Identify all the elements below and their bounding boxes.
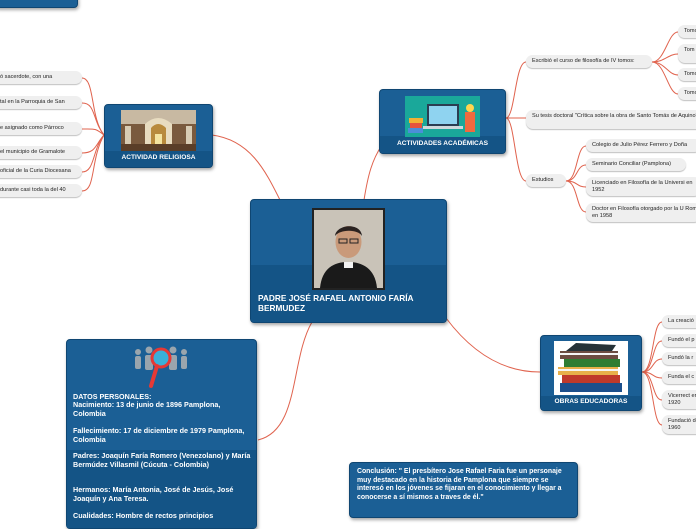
studies-item[interactable]: Seminario Conciliar (Pamplona) <box>586 158 686 171</box>
priest-portrait-photo <box>312 208 385 290</box>
works-item[interactable]: Funda el c <box>662 371 696 384</box>
studies-item[interactable]: Licenciado en Filosofía de la Universi e… <box>586 177 696 196</box>
people-magnifier-icon <box>135 346 187 388</box>
conclusion-text: Conclusión: " El presbítero Jose Rafael … <box>357 468 562 501</box>
personal-siblings: Hermanos: María Antonia, José de Jesús, … <box>73 485 234 503</box>
religious-item[interactable]: e asignado como Párroco <box>0 122 82 135</box>
religious-lower-band <box>105 151 212 167</box>
church-interior-image <box>121 110 196 151</box>
religious-item[interactable]: el municipio de Gramalote <box>0 146 82 159</box>
religious-item[interactable]: oficial de la Curia Diocesana <box>0 165 82 178</box>
religious-item[interactable]: tal en la Parroquia de San <box>0 96 82 109</box>
personal-birth: Nacimiento: 13 de junio de 1896 Pamplona… <box>73 400 221 418</box>
academic-title: ACTIVIDADES ACADÉMICAS <box>397 140 488 147</box>
thesis-pill[interactable]: Su tesis doctoral "Crítica sobre la obra… <box>526 110 696 129</box>
personal-lower-band <box>67 450 256 528</box>
personal-death: Fallecimiento: 17 de diciembre de 1979 P… <box>73 426 245 444</box>
works-item[interactable]: Vicerrect en 1920 <box>662 390 696 409</box>
central-title: PADRE JOSÉ RAFAEL ANTONIO FARÍA BERMUDEZ <box>258 293 414 313</box>
stacked-books-image <box>554 341 628 395</box>
study-books-laptop-image <box>405 96 480 137</box>
personal-data-node[interactable] <box>66 339 257 529</box>
academic-lower-band <box>380 136 505 153</box>
works-item[interactable]: Fundació de 1960 <box>662 415 696 434</box>
studies-item[interactable]: Colegio de Julio Pérez Ferrero y Doña <box>586 139 696 152</box>
personal-heading: DATOS PERSONALES: <box>73 392 152 401</box>
works-item[interactable]: Fundó la r <box>662 352 696 365</box>
religious-item[interactable]: durante casi toda la del 40 <box>0 184 82 197</box>
studies-pill[interactable]: Estudios <box>526 174 566 187</box>
studies-item[interactable]: Doctor en Filosofía otorgado por la U Ro… <box>586 203 696 222</box>
tome-item[interactable]: Tom y M <box>678 44 696 63</box>
works-item[interactable]: Fundó el p <box>662 334 696 347</box>
tome-item[interactable]: Tomo <box>678 87 696 100</box>
course-pill[interactable]: Escribió el curso de filosofía de IV tom… <box>526 55 652 68</box>
priest-portrait-icon <box>314 210 383 288</box>
works-lower-band <box>541 396 641 410</box>
religious-item[interactable]: ó sacerdote, con una <box>0 71 82 84</box>
personal-parents: Padres: Joaquín Faría Romero (Venezolano… <box>73 451 251 469</box>
works-title: OBRAS EDUCADORAS <box>554 398 628 405</box>
personal-qualities: Cualidades: Hombre de rectos principios <box>73 511 214 520</box>
partial-topic-node[interactable] <box>0 0 78 8</box>
religious-title: ACTIVIDAD RELIGIOSA <box>121 154 196 161</box>
conclusion-node[interactable] <box>349 462 578 518</box>
tome-item[interactable]: Tomo <box>678 68 696 81</box>
works-item[interactable]: La creació <box>662 315 696 328</box>
tome-item[interactable]: Tomo <box>678 25 696 38</box>
